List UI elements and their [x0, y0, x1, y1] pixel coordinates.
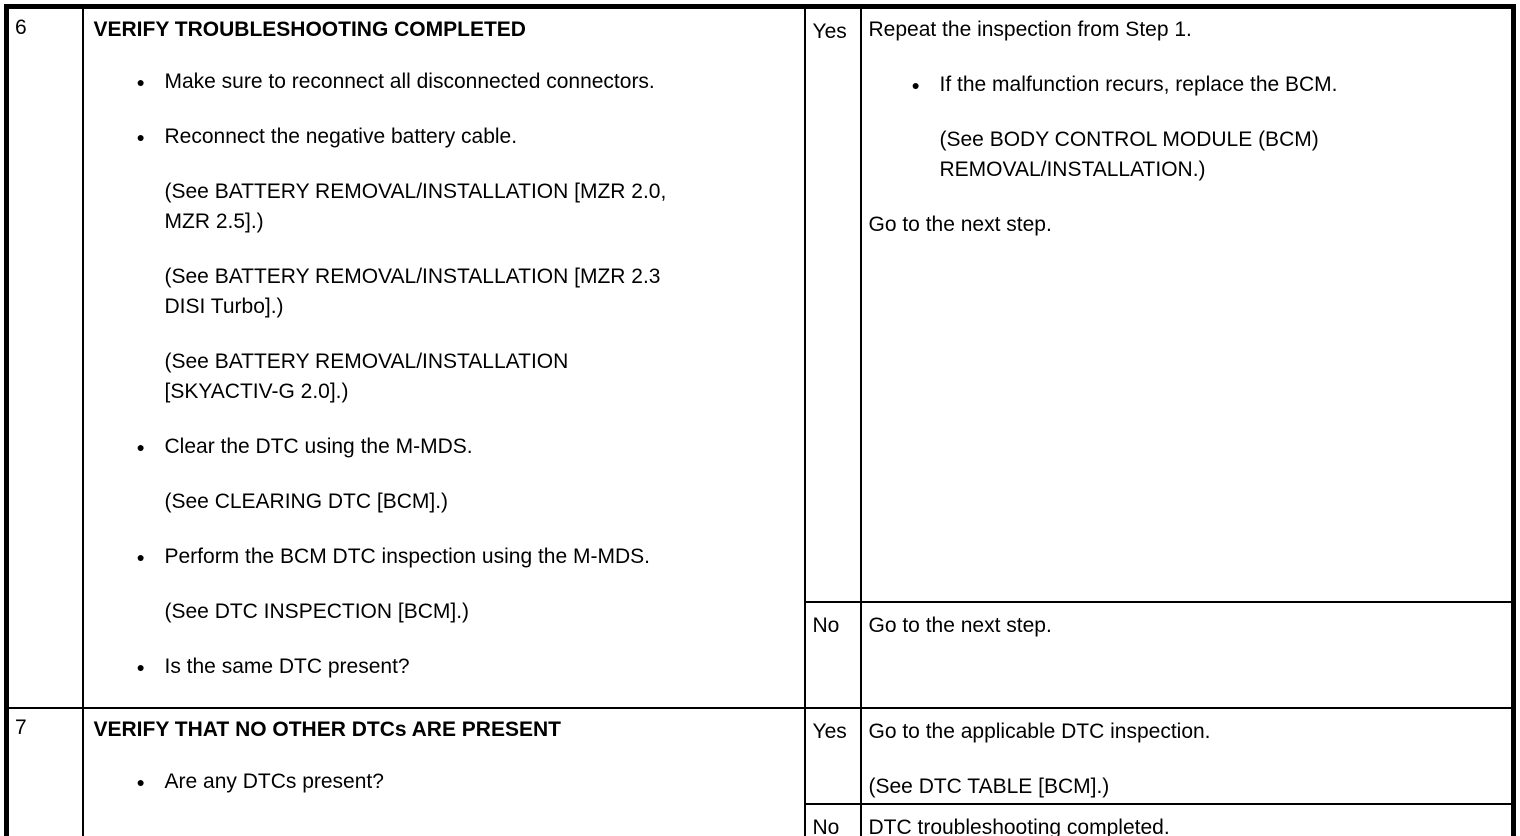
- bullet-text: Perform the BCM DTC inspection using the…: [164, 545, 650, 568]
- step6-yes-cell: Yes: [803, 5, 862, 603]
- see-reference: (See BODY CONTROL MODULE (BCM) REMOVAL/I…: [869, 125, 1504, 185]
- step7-inspection-cell: VERIFY THAT NO OTHER DTCs ARE PRESENT ● …: [81, 707, 806, 836]
- no-label: No: [812, 613, 840, 637]
- step6-number-cell: 6: [5, 5, 84, 709]
- step7-bullet-item: ● Are any DTCs present?: [94, 767, 796, 797]
- action-line: Go to the next step.: [868, 613, 1052, 637]
- bullet-icon: ●: [136, 439, 145, 455]
- table-row-step6-yes: 6 VERIFY TROUBLESHOOTING COMPLETED ● Mak…: [5, 5, 1515, 709]
- action-line: Go to the next step.: [868, 213, 1052, 236]
- step6-inspection-cell: VERIFY TROUBLESHOOTING COMPLETED ● Make …: [81, 5, 806, 709]
- step6-bullet-item: ● Is the same DTC present?: [94, 652, 796, 682]
- diagnostic-steps-table: 6 VERIFY TROUBLESHOOTING COMPLETED ● Mak…: [4, 4, 1516, 836]
- bullet-icon: ●: [136, 774, 145, 790]
- bullet-text: If the malfunction recurs, replace the B…: [939, 73, 1338, 96]
- see-reference-line: DISI Turbo].): [164, 295, 284, 318]
- bullet-icon: ●: [911, 77, 920, 93]
- action-line: DTC troubleshooting completed.: [868, 816, 1170, 836]
- see-reference-line: (See BATTERY REMOVAL/INSTALLATION: [164, 350, 569, 373]
- no-label: No: [812, 816, 840, 836]
- see-reference-line: (See BATTERY REMOVAL/INSTALLATION [MZR 2…: [164, 265, 661, 288]
- step6-bullet-item: ● Clear the DTC using the M-MDS.: [94, 432, 796, 462]
- see-reference-line: (See DTC TABLE [BCM].): [868, 775, 1110, 798]
- bullet-text: Make sure to reconnect all disconnected …: [164, 70, 655, 93]
- action-line: Repeat the inspection from Step 1.: [868, 18, 1192, 41]
- see-reference: (See BATTERY REMOVAL/INSTALLATION [MZR 2…: [94, 177, 796, 237]
- step7-no-action-cell: DTC troubleshooting completed.: [859, 803, 1515, 836]
- bullet-text: Is the same DTC present?: [164, 655, 410, 678]
- yes-label: Yes: [812, 20, 847, 43]
- step7-yes-cell: Yes: [803, 707, 862, 805]
- action-line: Go to the applicable DTC inspection.: [868, 720, 1211, 743]
- see-reference-line: REMOVAL/INSTALLATION.): [939, 158, 1206, 181]
- see-reference-line: MZR 2.5].): [164, 210, 264, 233]
- step6-no-action-cell: Go to the next step.: [859, 600, 1515, 710]
- bullet-icon: ●: [136, 74, 145, 90]
- see-reference-line: (See DTC INSPECTION [BCM].): [164, 600, 470, 623]
- step-number: 7: [15, 716, 27, 739]
- step6-bullet-item: ● Make sure to reconnect all disconnecte…: [94, 67, 796, 97]
- bullet-text: Clear the DTC using the M-MDS.: [164, 435, 473, 458]
- step6-heading: VERIFY TROUBLESHOOTING COMPLETED: [93, 18, 526, 41]
- table-row-step7-yes: 7 VERIFY THAT NO OTHER DTCs ARE PRESENT …: [5, 707, 1515, 836]
- table-row-step6-no: No Go to the next step.: [7, 600, 1515, 710]
- bullet-icon: ●: [136, 659, 145, 675]
- see-reference-line: (See CLEARING DTC [BCM].): [164, 490, 449, 513]
- step6-bullet-item: ● Perform the BCM DTC inspection using t…: [94, 542, 796, 572]
- step6-yes-action-cell: Repeat the inspection from Step 1. ● If …: [859, 5, 1515, 603]
- bullet-text: Are any DTCs present?: [164, 770, 384, 793]
- see-reference-line: [SKYACTIV-G 2.0].): [164, 380, 349, 403]
- bullet-text: Reconnect the negative battery cable.: [164, 125, 518, 148]
- bullet-icon: ●: [136, 549, 145, 565]
- action-bullet-item: ● If the malfunction recurs, replace the…: [869, 70, 1504, 100]
- step-number: 6: [15, 16, 27, 39]
- bullet-icon: ●: [136, 129, 145, 145]
- step7-number-cell: 7: [5, 707, 84, 836]
- step7-yes-action-cell: Go to the applicable DTC inspection. (Se…: [859, 707, 1515, 805]
- step6-no-cell: No: [803, 600, 862, 710]
- yes-label: Yes: [812, 720, 847, 743]
- see-reference: (See BATTERY REMOVAL/INSTALLATION [MZR 2…: [94, 262, 796, 322]
- step7-heading: VERIFY THAT NO OTHER DTCs ARE PRESENT: [93, 718, 562, 741]
- table-row-step7-no: No DTC troubleshooting completed.: [7, 803, 1515, 836]
- see-reference: (See BATTERY REMOVAL/INSTALLATION [SKYAC…: [94, 347, 796, 407]
- step6-bullet-item: ● Reconnect the negative battery cable.: [94, 122, 796, 152]
- see-reference-line: (See BATTERY REMOVAL/INSTALLATION [MZR 2…: [164, 180, 667, 203]
- step7-no-cell: No: [803, 803, 862, 836]
- see-reference-line: (See BODY CONTROL MODULE (BCM): [939, 128, 1319, 151]
